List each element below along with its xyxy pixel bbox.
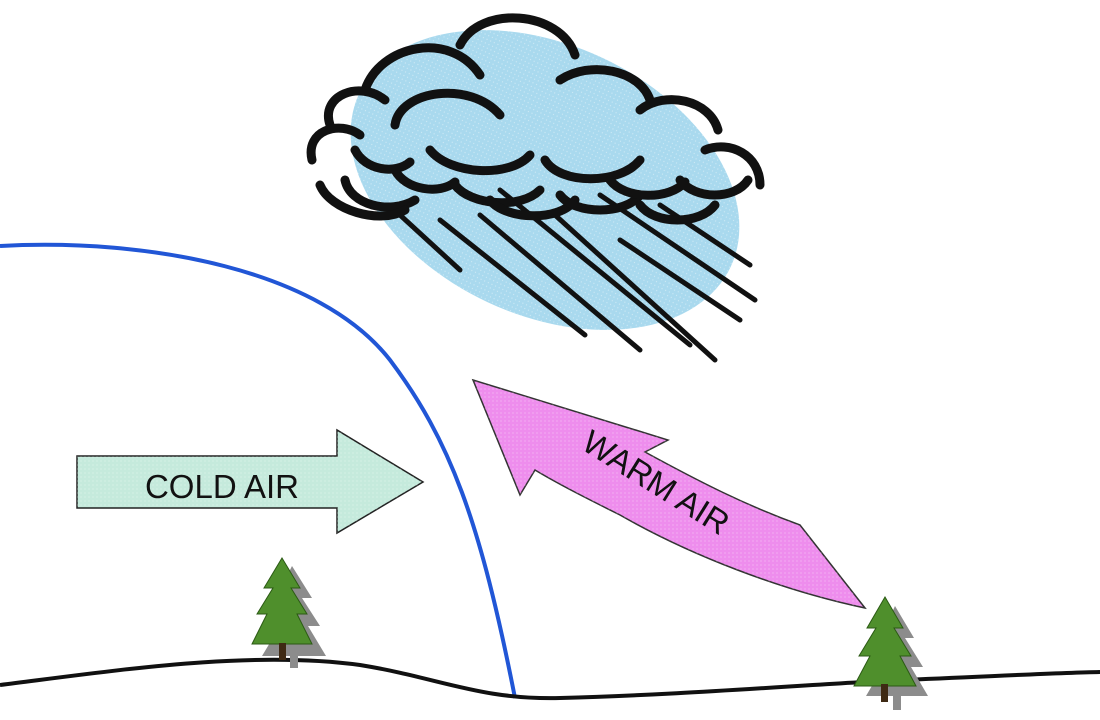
warm-air-arrow: WARM AIR (471, 378, 867, 610)
tree-icon (853, 596, 928, 710)
tree-icon (251, 557, 326, 668)
ground-line (0, 657, 1100, 701)
rain-cloud-icon (306, 13, 765, 363)
cold-air-label: COLD AIR (145, 468, 299, 505)
front-boundary-line (0, 242, 517, 699)
cloud-puffs (306, 13, 765, 225)
cold-air-arrow: COLD AIR (76, 428, 425, 535)
